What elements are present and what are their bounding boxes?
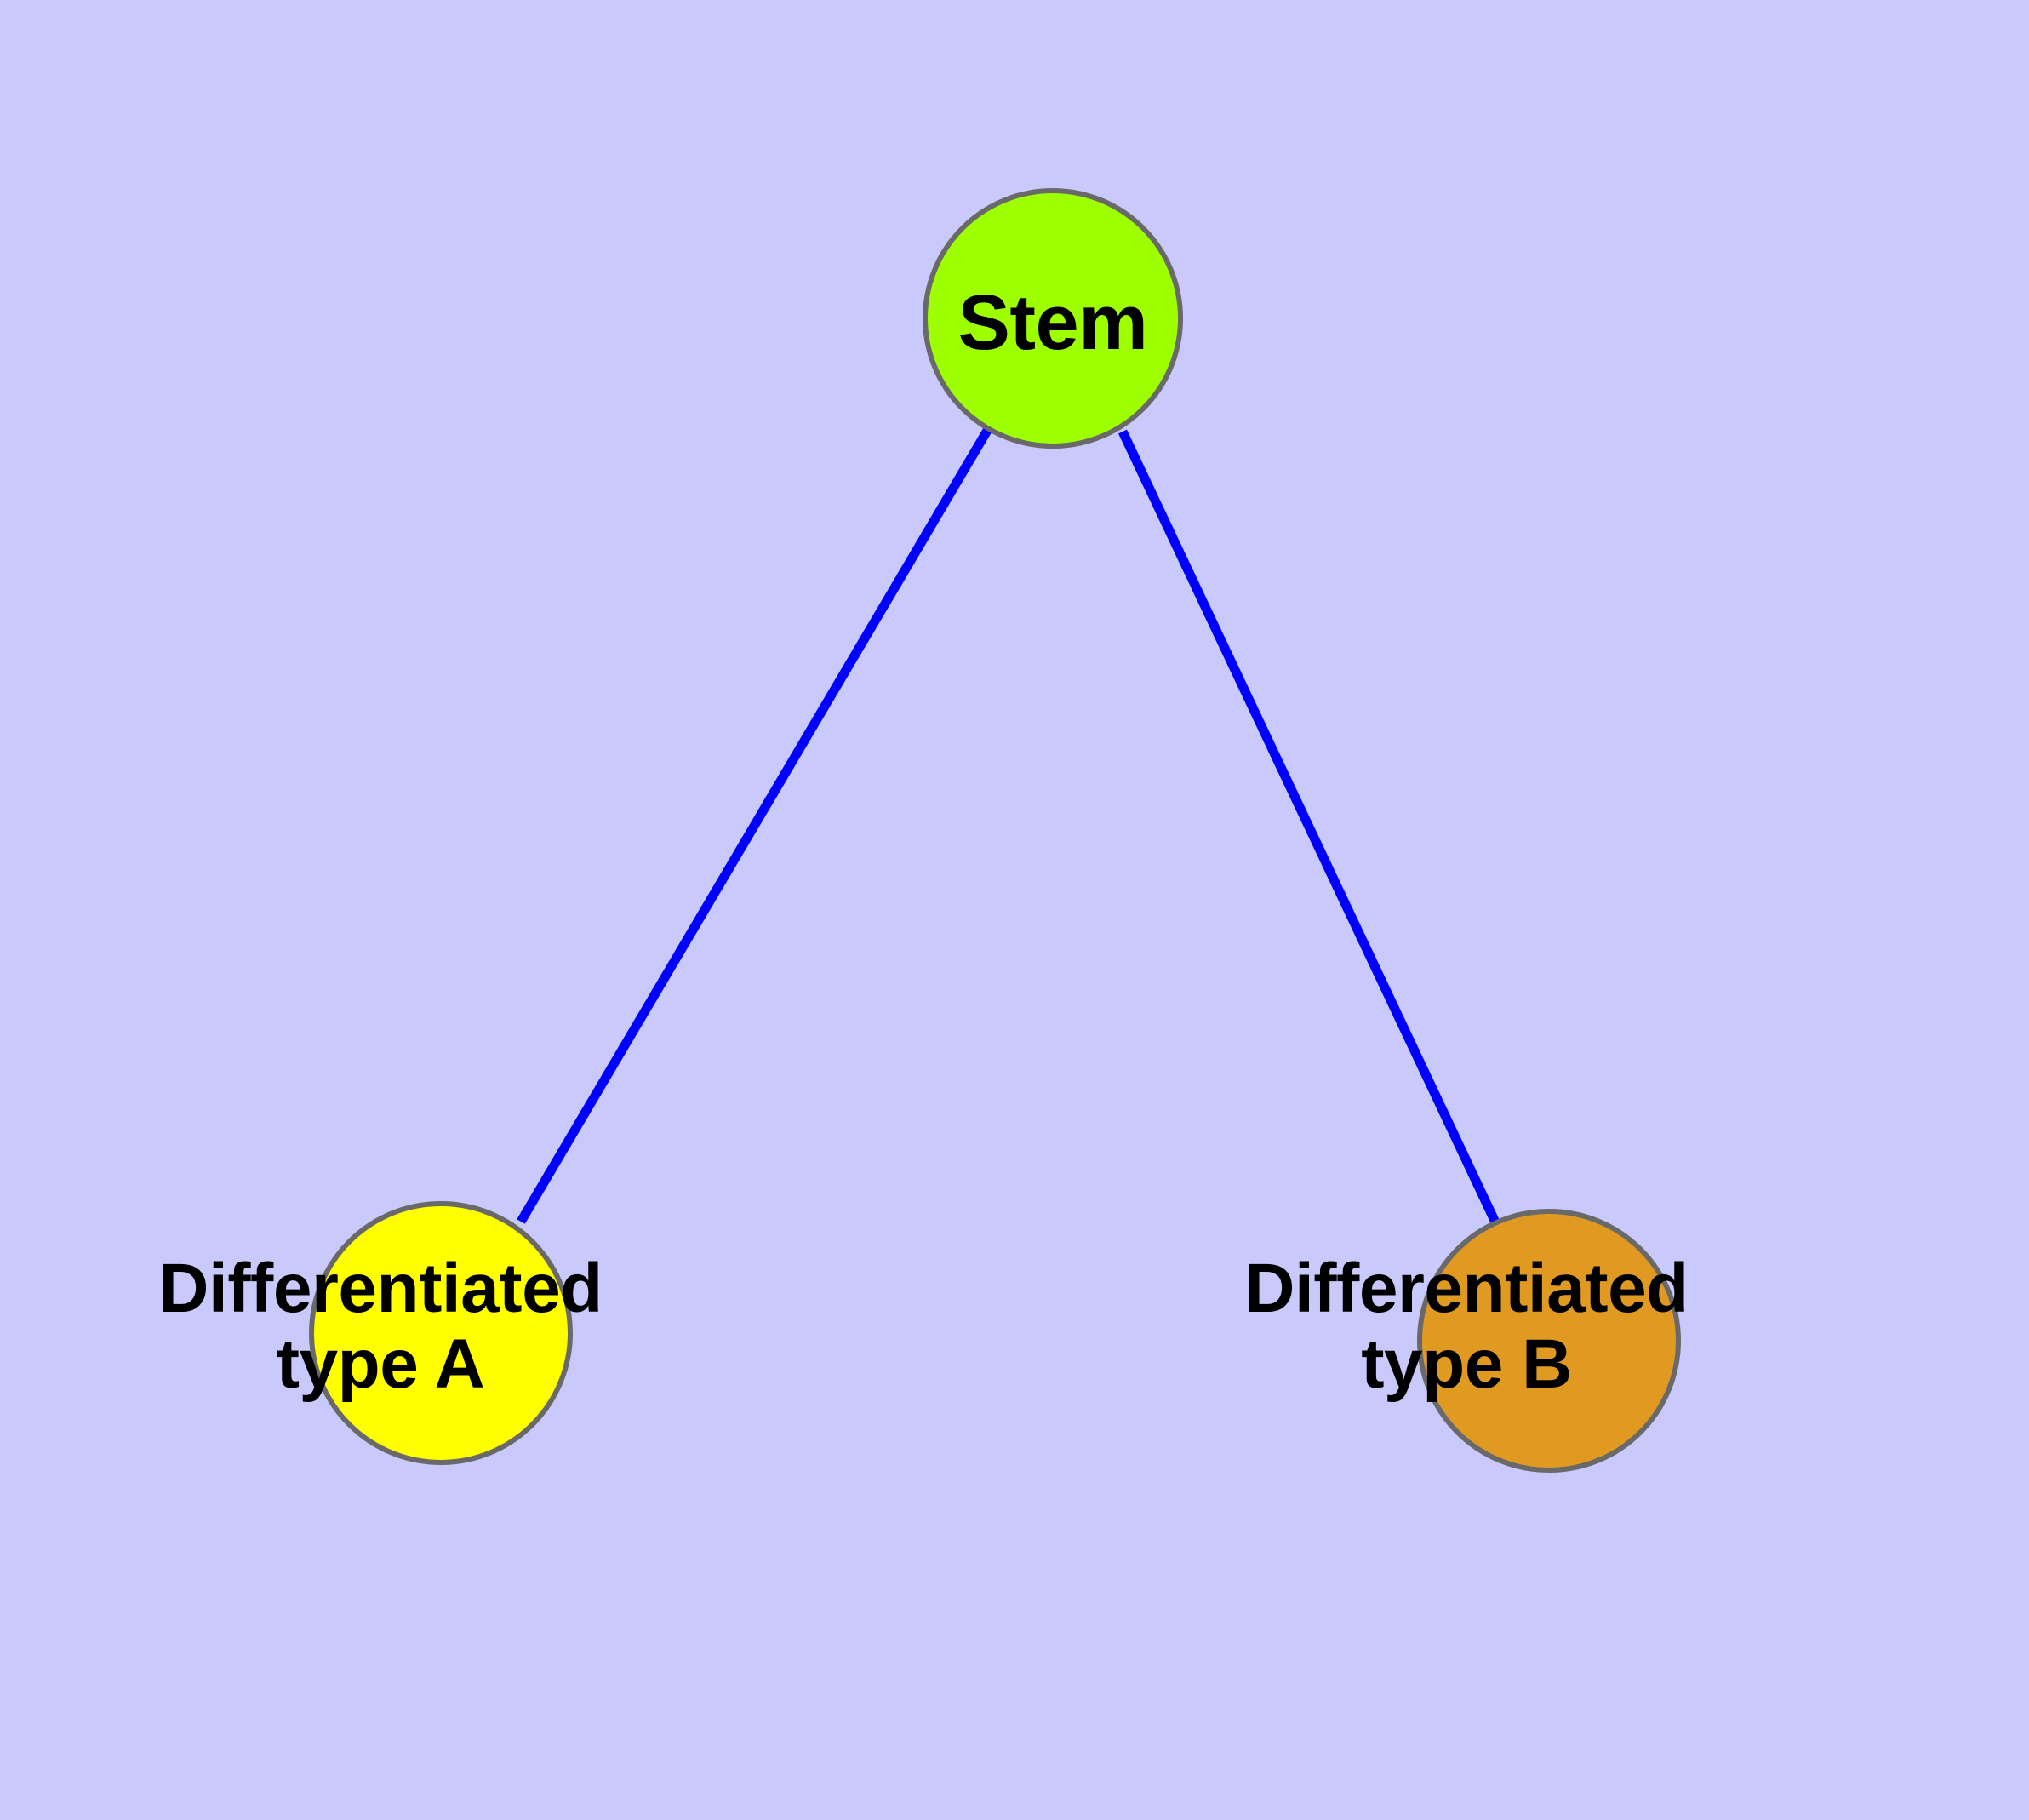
edge-stem-to-differentiated-b[interactable] bbox=[1118, 429, 1501, 1228]
node-stem[interactable] bbox=[923, 188, 1183, 449]
edge-stem-to-differentiated-a[interactable] bbox=[517, 426, 992, 1224]
node-layer bbox=[309, 188, 1681, 1473]
edge-layer bbox=[517, 426, 1501, 1228]
node-differentiated-type-a[interactable] bbox=[309, 1201, 573, 1465]
node-differentiated-type-b[interactable] bbox=[1417, 1209, 1681, 1473]
